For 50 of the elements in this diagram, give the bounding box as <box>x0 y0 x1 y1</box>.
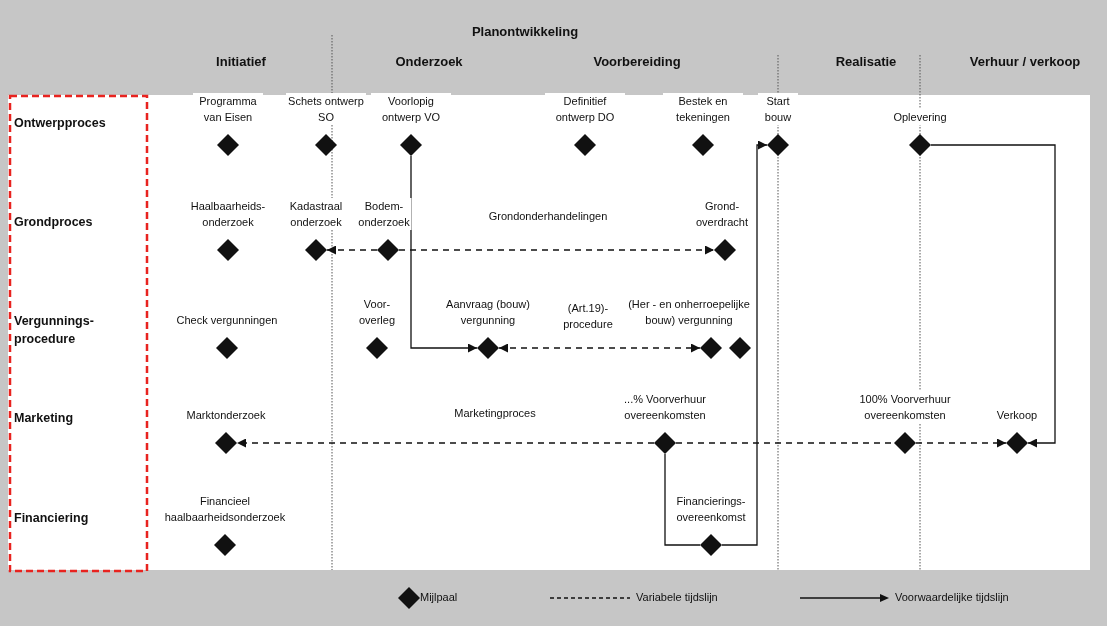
milestone-label: Bestek en tekeningen <box>663 93 743 125</box>
milestone-diamond <box>1006 432 1028 454</box>
legend-label: Voorwaardelijke tijdslijn <box>895 591 1009 603</box>
phase-heading: Voorbereiding <box>593 54 681 69</box>
phase-heading: Initiatief <box>216 54 266 69</box>
milestone-diamond <box>217 134 239 156</box>
legend-label: Variabele tijdslijn <box>636 591 718 603</box>
row-heading: Vergunnings- procedure <box>14 313 95 348</box>
phase-heading: Verhuur / verkoop <box>969 54 1081 69</box>
phase-heading: Realisatie <box>835 54 897 69</box>
milestone-diamond <box>315 134 337 156</box>
dashed-arrow <box>236 438 655 448</box>
phase-heading: Planontwikkeling <box>471 24 579 39</box>
milestone-label: Schets ontwerp SO <box>286 93 366 125</box>
row-heading: Grondproces <box>14 214 94 231</box>
row-heading: Financiering <box>14 510 90 527</box>
milestone-label: Definitief ontwerp DO <box>545 93 625 125</box>
milestone-diamond <box>729 337 751 359</box>
milestone-diamond <box>654 432 676 454</box>
milestone-diamond <box>714 239 736 261</box>
milestone-label: Bodem- onderzoek <box>356 198 412 230</box>
milestone-diamond <box>215 432 237 454</box>
arrow <box>410 155 478 353</box>
milestone-diamond <box>574 134 596 156</box>
milestone-label: Start bouw <box>758 93 798 125</box>
milestone-diamond <box>477 337 499 359</box>
milestone-label: Voorlopig ontwerp VO <box>371 93 451 125</box>
milestone-diamond <box>377 239 399 261</box>
milestone-diamond <box>909 134 931 156</box>
milestone-diamond <box>767 134 789 156</box>
milestone-diamond <box>305 239 327 261</box>
milestone-diamond <box>366 337 388 359</box>
row-heading: Marketing <box>14 410 75 427</box>
milestone-diamond <box>700 534 722 556</box>
milestone-diamond <box>700 337 722 359</box>
dashed-arrow <box>915 438 1007 448</box>
milestone-diamond <box>217 239 239 261</box>
milestone-diamond <box>216 337 238 359</box>
arrow <box>721 140 768 546</box>
arrow <box>930 144 1056 448</box>
row-heading: Ontwerpproces <box>14 115 107 132</box>
phase-heading: Onderzoek <box>395 54 463 69</box>
milestone-diamond <box>214 534 236 556</box>
legend-label: Mijlpaal <box>420 591 458 603</box>
milestone-diamond <box>894 432 916 454</box>
dashed-arrow <box>498 343 701 353</box>
milestone-diamond <box>692 134 714 156</box>
dashed-arrow <box>326 245 378 255</box>
milestone-diamond <box>400 134 422 156</box>
dashed-arrow <box>398 245 715 255</box>
